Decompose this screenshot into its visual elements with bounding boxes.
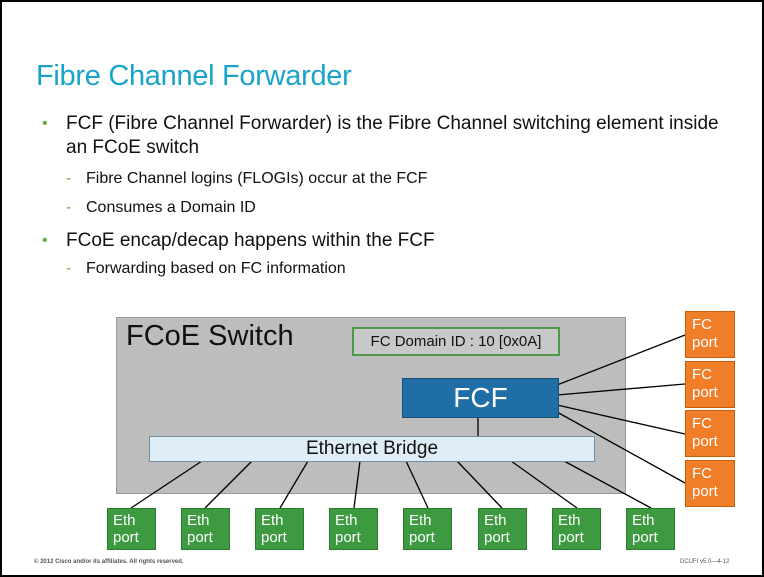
dash-icon: - xyxy=(66,170,72,187)
dash-icon: - xyxy=(66,260,72,277)
fc-port-label: FC xyxy=(692,366,712,383)
eth-link xyxy=(456,460,503,509)
dash-icon: - xyxy=(66,199,72,216)
bullet-text: FCoE encap/decap happens within the FCF xyxy=(66,230,435,251)
fc-port: FC port xyxy=(685,361,735,408)
eth-link xyxy=(353,460,361,509)
fc-link xyxy=(556,334,686,386)
fc-port-label: port xyxy=(692,483,718,500)
eth-link xyxy=(405,460,429,509)
eth-port-label: Eth xyxy=(261,512,284,529)
eth-port: Eth port xyxy=(626,508,675,550)
eth-port-label: Eth xyxy=(187,512,210,529)
eth-port-label: port xyxy=(187,529,213,546)
eth-port: Eth port xyxy=(403,508,452,550)
sub-bullet-text: Consumes a Domain ID xyxy=(86,199,256,216)
bullet-dot-icon: • xyxy=(42,232,48,249)
eth-port-label: Eth xyxy=(484,512,507,529)
eth-port-label: port xyxy=(484,529,510,546)
domain-id-box: FC Domain ID : 10 [0x0A] xyxy=(352,327,560,356)
fc-link xyxy=(556,411,686,484)
eth-port-label: port xyxy=(409,529,435,546)
eth-port-label: port xyxy=(261,529,287,546)
eth-link xyxy=(563,460,652,509)
eth-port-label: port xyxy=(632,529,658,546)
fc-port-label: FC xyxy=(692,465,712,482)
eth-port-label: port xyxy=(558,529,584,546)
eth-port-label: port xyxy=(113,529,139,546)
slide-title: Fibre Channel Forwarder xyxy=(36,60,352,92)
eth-link xyxy=(204,460,253,509)
bullet-dot-icon: • xyxy=(42,115,48,132)
fc-port-label: port xyxy=(692,334,718,351)
eth-port-label: Eth xyxy=(113,512,136,529)
eth-link xyxy=(510,460,578,509)
eth-port-label: port xyxy=(335,529,361,546)
fc-port-label: port xyxy=(692,433,718,450)
fc-port: FC port xyxy=(685,311,735,358)
eth-port: Eth port xyxy=(255,508,304,550)
bullet-text: FCF (Fibre Channel Forwarder) is the Fib… xyxy=(66,113,719,158)
slide-number-footer: DCUFI v5.0—4-12 xyxy=(680,559,730,565)
fc-port-label: port xyxy=(692,384,718,401)
eth-port-label: Eth xyxy=(409,512,432,529)
eth-port: Eth port xyxy=(181,508,230,550)
eth-port: Eth port xyxy=(329,508,378,550)
fc-port-label: FC xyxy=(692,316,712,333)
fc-port-label: FC xyxy=(692,415,712,432)
fc-port: FC port xyxy=(685,410,735,457)
ethernet-bridge-box: Ethernet Bridge xyxy=(149,436,595,462)
eth-port-label: Eth xyxy=(558,512,581,529)
fc-link xyxy=(556,383,686,396)
copyright-footer: © 2012 Cisco and/or its affiliates. All … xyxy=(34,559,184,565)
fcf-box: FCF xyxy=(402,378,559,418)
eth-link xyxy=(130,460,203,509)
sub-bullet-text: Forwarding based on FC information xyxy=(86,260,346,277)
switch-label: FCoE Switch xyxy=(126,320,294,352)
eth-port: Eth port xyxy=(107,508,156,550)
fc-link xyxy=(556,404,686,435)
sub-bullet-text: Fibre Channel logins (FLOGIs) occur at t… xyxy=(86,170,428,187)
eth-port-label: Eth xyxy=(335,512,358,529)
eth-port: Eth port xyxy=(552,508,601,550)
eth-port: Eth port xyxy=(478,508,527,550)
fc-port: FC port xyxy=(685,460,735,507)
eth-link xyxy=(279,460,309,509)
eth-port-label: Eth xyxy=(632,512,655,529)
